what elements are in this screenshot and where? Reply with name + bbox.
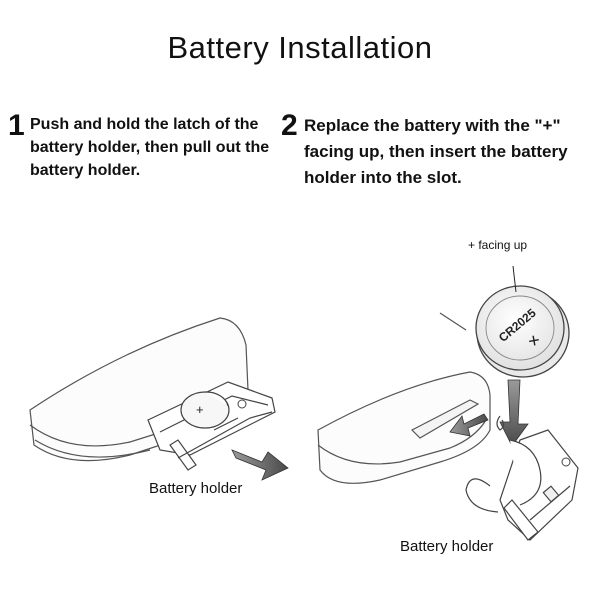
page-title: Battery Installation	[167, 30, 433, 65]
battery-plus-label: +	[526, 329, 541, 353]
latch-symbol-icon	[496, 415, 505, 431]
plus-mark-left: +	[196, 402, 204, 417]
arrow-insert-icon	[449, 413, 489, 437]
step-2-line-2: facing up, then insert the battery	[304, 142, 568, 161]
latch-screw-right	[561, 457, 571, 467]
step-1-number: 1	[8, 109, 25, 142]
arrow-pull-out-icon	[231, 449, 289, 481]
step-1-text: Push and hold the latch of the battery h…	[30, 113, 269, 182]
step-2-line-1: Replace the battery with the "+"	[304, 116, 561, 135]
coin-battery	[475, 265, 570, 378]
step-2-text: Replace the battery with the "+" facing …	[304, 113, 568, 191]
remote-right	[317, 312, 491, 484]
battery-holder-label-right: Battery holder	[400, 538, 494, 555]
arrow-down-icon	[499, 379, 529, 447]
step-1-line-1: Push and hold the latch of the	[30, 116, 259, 133]
step-1-line-2: battery holder, then pull out the	[30, 139, 270, 156]
latch-screw-left	[237, 399, 247, 409]
battery-holder-right	[465, 429, 579, 541]
step-1-line-3: battery holder.	[30, 162, 141, 179]
step-2-line-3: holder into the slot.	[304, 168, 462, 187]
facing-up-label: + facing up	[468, 238, 528, 252]
battery-holder-label-left: Battery holder	[149, 480, 243, 497]
step-2-number: 2	[281, 109, 298, 142]
